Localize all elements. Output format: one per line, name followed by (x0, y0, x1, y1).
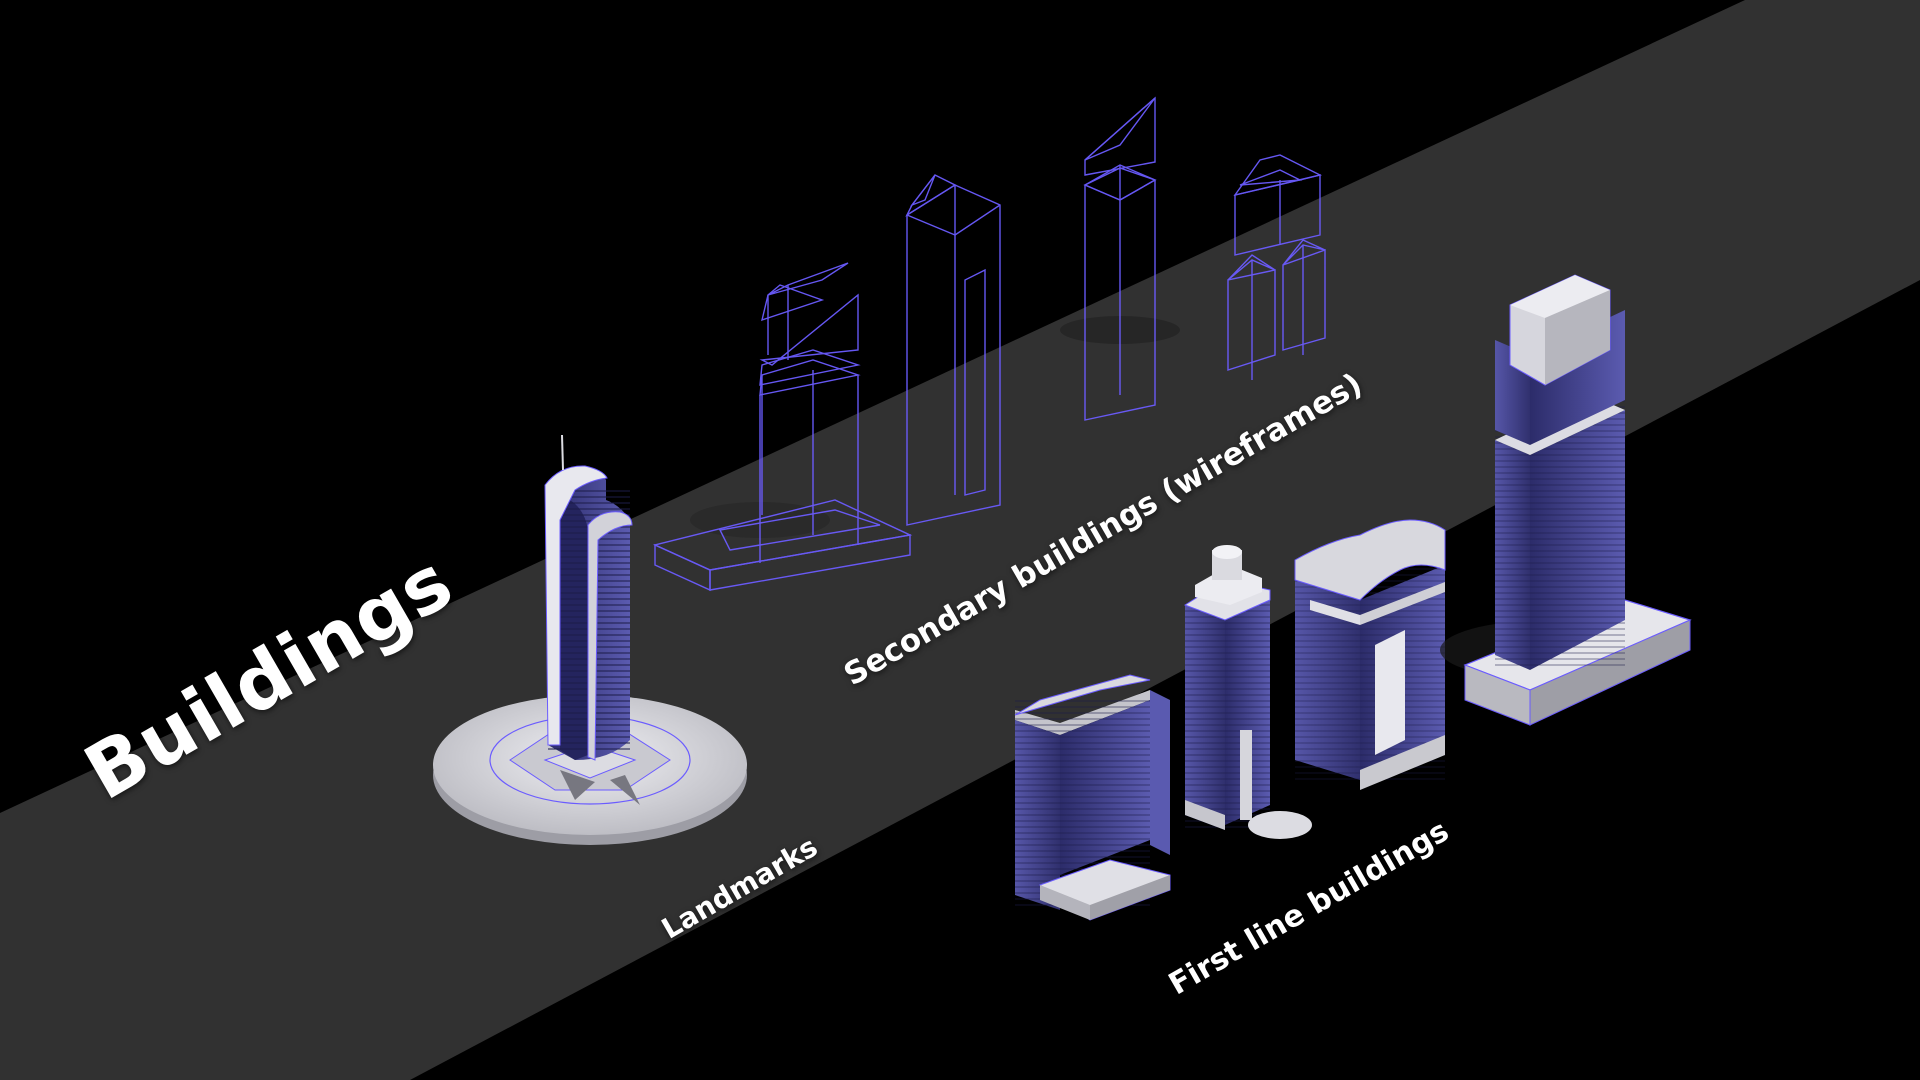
first-line-buildings-group (1014, 274, 1692, 921)
first-line-building-a (1014, 674, 1171, 921)
wireframe-building-1 (652, 262, 913, 592)
secondary-buildings-group (652, 96, 1326, 592)
first-line-building-b (1183, 545, 1312, 839)
landmark-tower-group (433, 434, 747, 845)
wireframe-building-3 (1083, 96, 1157, 421)
first-line-building-c (1294, 519, 1446, 790)
first-line-building-d (1440, 274, 1692, 726)
wireframe-building-4 (1227, 154, 1326, 380)
wireframe-building-2 (905, 174, 1001, 526)
